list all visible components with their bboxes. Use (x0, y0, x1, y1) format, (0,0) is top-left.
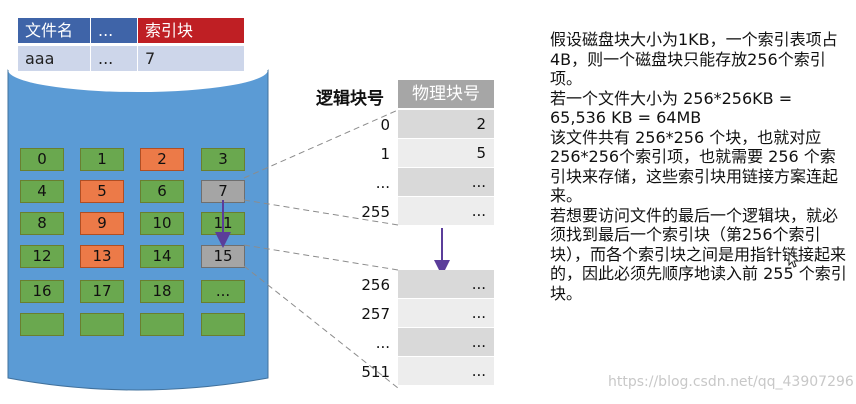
explanation-para-2: 若一个文件大小为 256*256KB = 65,536 KB = 64MB (550, 89, 850, 128)
physical-block-number: 5 (398, 139, 494, 167)
dir-header-ellipsis: ... (91, 18, 137, 43)
disk-block: 12 (20, 245, 64, 268)
disk-block: 13 (80, 245, 124, 268)
index-header-physical: 物理块号 (398, 80, 494, 108)
physical-block-number: ... (398, 168, 494, 196)
disk-block: 10 (140, 212, 184, 235)
disk-block: 11 (201, 212, 245, 235)
physical-block-number: ... (398, 328, 494, 356)
logical-block-number: 256 (350, 276, 390, 294)
explanation-text: 假设磁盘块大小为1KB，一个索引表项占4B，则一个磁盘块只能存放256个索引项。… (550, 30, 850, 303)
physical-block-number: ... (398, 270, 494, 298)
disk-block (20, 313, 64, 336)
physical-block-number: ... (398, 299, 494, 327)
logical-block-number: ... (350, 334, 390, 352)
dir-cell-filename: aaa (18, 46, 90, 71)
disk-block (140, 313, 184, 336)
physical-block-number: 2 (398, 110, 494, 138)
explanation-para-4: 若想要访问文件的最后一个逻辑块，就必须找到最后一个索引块（第256个索引块），而… (550, 206, 850, 304)
logical-block-number: 511 (350, 363, 390, 381)
disk-block: 3 (201, 148, 245, 171)
mouse-cursor-icon (788, 252, 800, 268)
explanation-para-1: 假设磁盘块大小为1KB，一个索引表项占4B，则一个磁盘块只能存放256个索引项。 (550, 30, 850, 89)
disk-block: 9 (80, 212, 124, 235)
logical-block-number: 1 (350, 145, 390, 163)
physical-block-number: ... (398, 197, 494, 225)
physical-block-number: ... (398, 357, 494, 385)
disk-block: 8 (20, 212, 64, 235)
disk-block: 18 (140, 280, 184, 303)
explanation-para-3: 该文件共有 256*256 个块，也就对应 256*256个索引项，也就需要 2… (550, 128, 850, 206)
disk-block: ... (201, 280, 245, 303)
disk-block: 1 (80, 148, 124, 171)
dir-cell-ellipsis: ... (91, 46, 137, 71)
disk-block (201, 313, 245, 336)
dir-header-index-block: 索引块 (138, 18, 244, 43)
disk-block (80, 313, 124, 336)
logical-block-number: 0 (350, 116, 390, 134)
dir-cell-index-block: 7 (138, 46, 244, 71)
disk-block: 6 (140, 180, 184, 203)
disk-block: 4 (20, 180, 64, 203)
disk-block: 15 (201, 245, 245, 268)
index-header-logical: 逻辑块号 (316, 84, 384, 109)
logical-block-number: ... (350, 174, 390, 192)
watermark: https://blog.csdn.net/qq_43907296 (608, 374, 854, 390)
logical-block-number: 257 (350, 305, 390, 323)
disk-block: 16 (20, 280, 64, 303)
disk-block: 0 (20, 148, 64, 171)
disk-block: 17 (80, 280, 124, 303)
disk-block: 7 (201, 180, 245, 203)
dir-header-filename: 文件名 (18, 18, 90, 43)
disk-block: 14 (140, 245, 184, 268)
logical-block-number: 255 (350, 203, 390, 221)
disk-block: 2 (140, 148, 184, 171)
disk-block: 5 (80, 180, 124, 203)
